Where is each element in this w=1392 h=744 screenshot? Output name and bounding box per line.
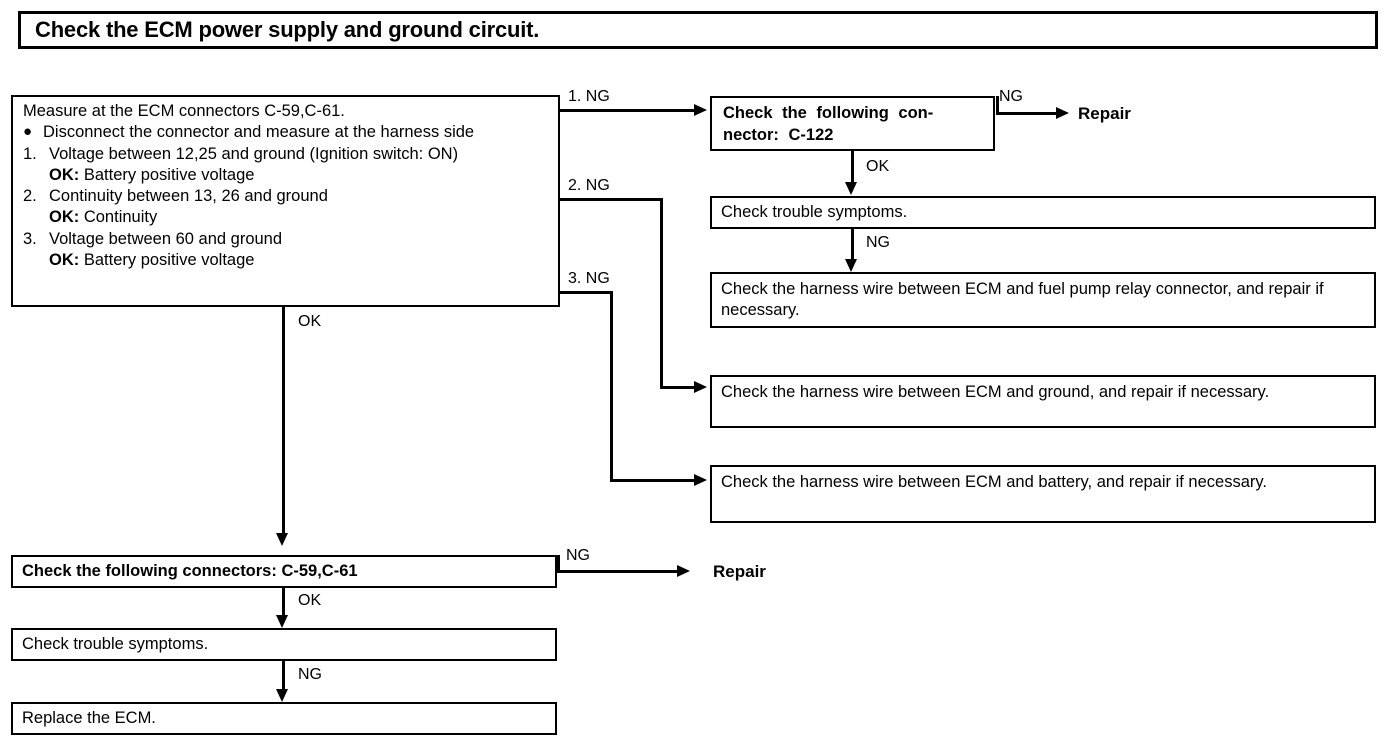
arrow-main-ok-into-connectors	[276, 533, 288, 546]
check-connectors-c59-c61-box: Check the following connectors: C-59,C-6…	[11, 555, 557, 588]
edge-label-ng-3: 3. NG	[568, 270, 610, 287]
page-title: Check the ECM power supply and ground ci…	[35, 17, 540, 42]
edge-label-ng-symptoms-bottom: NG	[298, 666, 322, 683]
c122-line-2: nector: C-122	[723, 125, 834, 144]
arrow-symptoms-ng-into-fuelpump	[845, 259, 857, 272]
arrow-connectors-ok-into-symptoms	[276, 615, 288, 628]
line-c122-ng-stub-vertical	[996, 96, 999, 114]
arrow-symptoms-bottom-ng-into-replace	[276, 689, 288, 702]
step-1-ok-value: Battery positive voltage	[83, 165, 255, 184]
step-2-ok-line: OK: Continuity	[23, 207, 552, 228]
step-1-text: Voltage between 12,25 and ground (Igniti…	[49, 144, 459, 163]
check-trouble-symptoms-bottom-box: Check trouble symptoms.	[11, 628, 557, 661]
step-1-ok-line: OK: Battery positive voltage	[23, 165, 552, 186]
step-3-text: Voltage between 60 and ground	[49, 229, 283, 248]
line-ng2-horizontal-out	[560, 198, 662, 201]
edge-label-ng-2: 2. NG	[568, 177, 610, 194]
step-3-index: 3.	[23, 229, 37, 248]
arrow-c122-ok-into-symptoms	[845, 182, 857, 195]
measure-step-1: 1. Voltage between 12,25 and ground (Ign…	[23, 144, 552, 165]
harness-fuel-pump-box: Check the harness wire between ECM and f…	[710, 272, 1376, 328]
edge-label-ng-c122-right: NG	[999, 88, 1023, 105]
line-connectors-ng-stub-vertical	[557, 555, 560, 573]
step-3-ok-label: OK:	[49, 250, 80, 269]
line-ng3-horizontal-out	[560, 291, 612, 294]
harness-ground-box: Check the harness wire between ECM and g…	[710, 375, 1376, 428]
check-connector-c122-box: Check the following con- nector: C-122	[710, 96, 995, 151]
line-c122-ok-vertical	[851, 151, 854, 184]
measure-step-3: 3. Voltage between 60 and ground	[23, 229, 552, 250]
step-2-ok-label: OK:	[49, 208, 80, 227]
step-2-ok-value: Continuity	[83, 208, 158, 227]
step-2-text: Continuity between 13, 26 and ground	[49, 187, 328, 206]
edge-label-ok-main-down: OK	[298, 313, 322, 330]
line-connectors-ng-horizontal	[557, 570, 677, 573]
page-header-bar: Check the ECM power supply and ground ci…	[18, 11, 1378, 49]
main-measurement-box: Measure at the ECM connectors C-59,C-61.…	[11, 95, 560, 307]
repair-terminal-bottom: Repair	[713, 562, 766, 581]
line-ng2-horizontal-in	[660, 386, 694, 389]
line-connectors-ok-vertical	[282, 588, 285, 618]
arrow-ng1-into-c122	[694, 104, 707, 116]
harness-battery-box: Check the harness wire between ECM and b…	[710, 465, 1376, 523]
line-main-ok-vertical	[282, 307, 285, 535]
edge-label-ng-symptoms-right: NG	[866, 234, 890, 251]
line-ng3-horizontal-in	[610, 479, 694, 482]
edge-label-ok-c122-down: OK	[866, 158, 890, 175]
line-ng1-horizontal	[560, 109, 694, 112]
line-ng3-vertical	[610, 291, 613, 481]
step-2-index: 2.	[23, 187, 37, 206]
edge-label-ng-connectors-right: NG	[566, 547, 590, 564]
line-symptoms-ng-vertical	[851, 229, 854, 262]
edge-label-ok-connectors-down: OK	[298, 592, 322, 609]
line-c122-ng-horizontal	[996, 112, 1058, 115]
line-symptoms-bottom-ng-vertical	[282, 661, 285, 692]
measure-bullet-text: Disconnect the connector and measure at …	[43, 123, 475, 142]
bullet-dot-icon: ●	[23, 123, 33, 141]
replace-ecm-box: Replace the ECM.	[11, 702, 557, 735]
arrow-ng2-into-ground-box	[694, 381, 707, 393]
measure-intro-line: Measure at the ECM connectors C-59,C-61.	[23, 102, 345, 120]
step-3-ok-value: Battery positive voltage	[83, 250, 255, 269]
arrow-ng3-into-battery-box	[694, 474, 707, 486]
edge-label-ng-1: 1. NG	[568, 88, 610, 105]
check-trouble-symptoms-right-box: Check trouble symptoms.	[710, 196, 1376, 229]
step-3-ok-line: OK: Battery positive voltage	[23, 250, 552, 271]
repair-terminal-top: Repair	[1078, 104, 1131, 123]
line-ng2-vertical	[660, 198, 663, 388]
arrow-connectors-ng-to-repair	[677, 565, 690, 577]
arrow-c122-ng-to-repair	[1056, 107, 1069, 119]
c122-line-1: Check the following con-	[723, 104, 934, 122]
step-1-index: 1.	[23, 144, 37, 163]
step-1-ok-label: OK:	[49, 165, 80, 184]
measure-bullet-item: ● Disconnect the connector and measure a…	[23, 122, 552, 143]
measure-step-2: 2. Continuity between 13, 26 and ground	[23, 186, 552, 207]
